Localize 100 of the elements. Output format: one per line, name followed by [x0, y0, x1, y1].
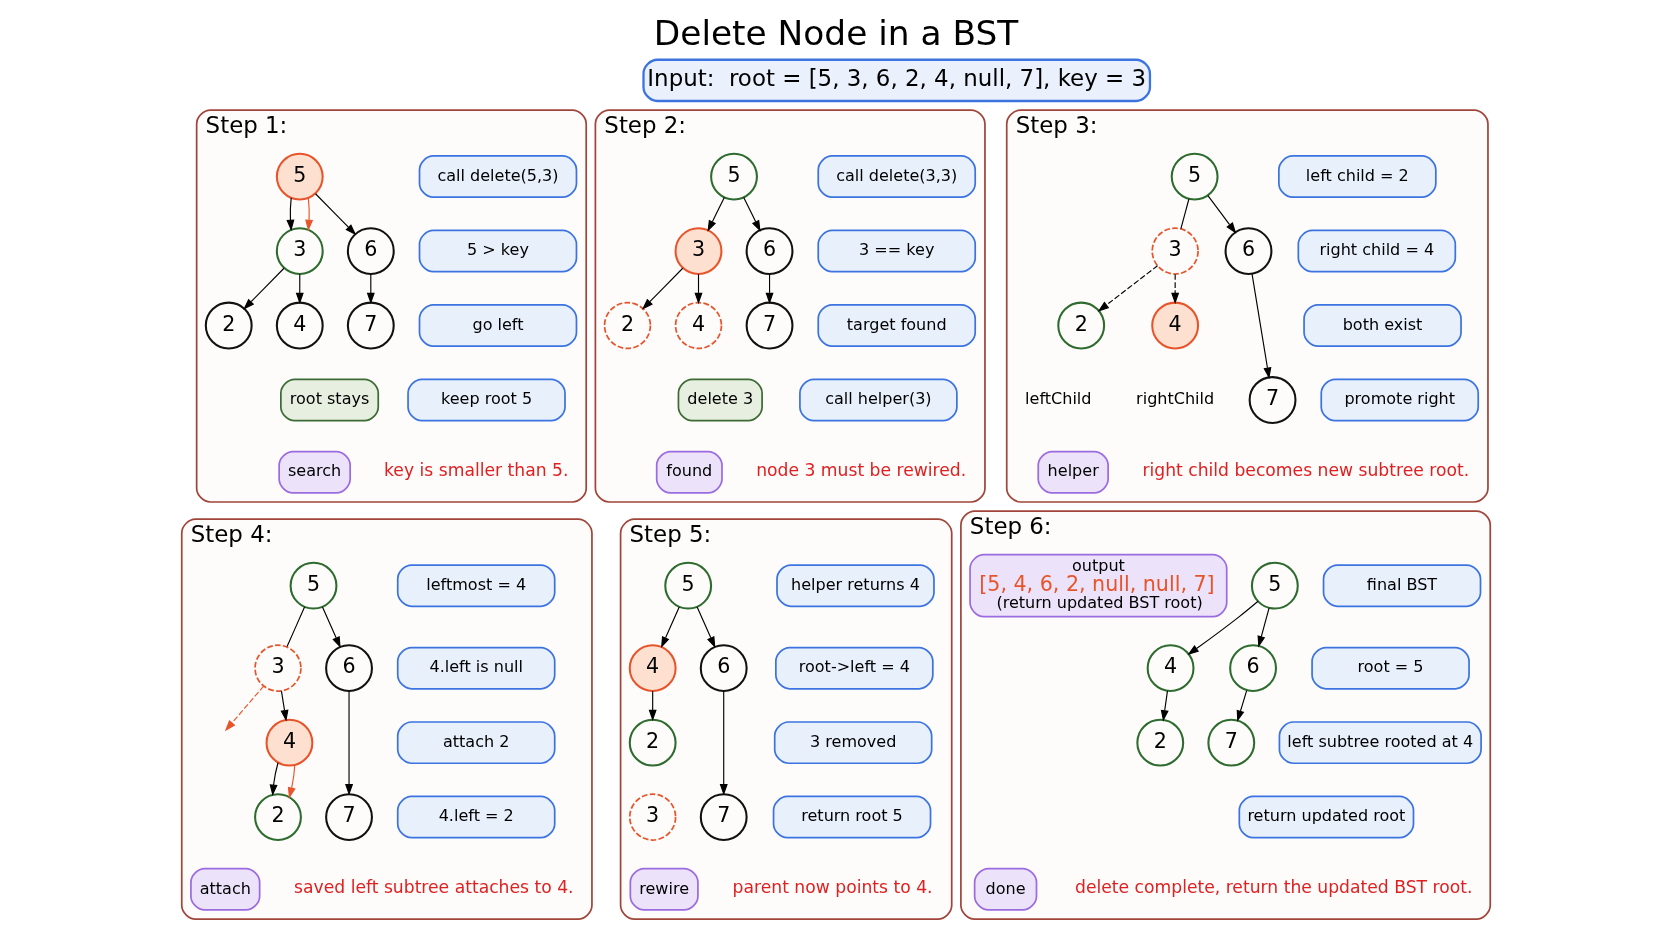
- node-circle: 6: [1229, 644, 1277, 693]
- node-box: found: [655, 450, 723, 494]
- node-circle: 2: [1057, 301, 1106, 350]
- node-circle: 7: [699, 793, 748, 842]
- node-circle: 3: [275, 227, 324, 276]
- node-box: call delete(3,3): [817, 155, 977, 199]
- arrow: [243, 267, 285, 310]
- node-circle: 6: [325, 644, 373, 693]
- arrow: [707, 196, 725, 232]
- arrow: [305, 197, 314, 232]
- label: parent now points to 4.: [732, 877, 933, 898]
- arrow: [1236, 690, 1248, 722]
- node-box: call delete(5,3): [418, 155, 578, 199]
- arrow: [641, 267, 684, 310]
- node-box: root = 5: [1311, 646, 1470, 690]
- node-box: right child = 4: [1297, 229, 1457, 273]
- node-box: 3 == key: [817, 229, 977, 273]
- node-box: attach: [190, 867, 261, 911]
- node-circle: 6: [1224, 227, 1273, 276]
- node-circle: 2: [254, 793, 302, 842]
- arrow: [280, 690, 289, 722]
- connector: [1180, 198, 1190, 230]
- node-circle: 4: [275, 301, 324, 350]
- node-box: root stays: [280, 378, 380, 422]
- arrow: [696, 606, 716, 649]
- connector: [286, 606, 306, 648]
- node-box: 4.left = 2: [396, 795, 556, 839]
- node-box: 5 > key: [418, 229, 578, 273]
- node-circle: 5: [289, 561, 338, 610]
- arrow: [321, 606, 341, 649]
- node-circle: 5: [1170, 152, 1219, 201]
- node-circle: 4: [674, 301, 723, 350]
- node-box: attach 2: [396, 721, 556, 765]
- arrow: [661, 606, 680, 649]
- diagram-title: Delete Node in a BST: [653, 12, 1019, 53]
- node-circle: 7: [1248, 376, 1297, 424]
- node-circle: 3: [1151, 227, 1199, 275]
- arrow: [286, 197, 295, 232]
- node-box: return root 5: [772, 795, 932, 839]
- arrow: [1257, 607, 1270, 648]
- node-box: rewire: [629, 867, 699, 911]
- node-box: helper: [1037, 450, 1109, 494]
- node-box: output [5, 4, 6, 2, null, null, 7] (return updated BST root): [969, 553, 1228, 618]
- node-circle: 7: [745, 301, 794, 350]
- arrow: [694, 273, 703, 305]
- arrow: [224, 685, 265, 732]
- node-circle: 6: [699, 644, 748, 693]
- node-circle: 5: [664, 561, 713, 610]
- node-box: done: [973, 867, 1038, 911]
- arrow: [1097, 265, 1159, 312]
- node-box: delete 3: [677, 378, 763, 422]
- arrow: [366, 273, 375, 305]
- label: saved left subtree attaches to 4.: [294, 877, 574, 898]
- node-box: search: [278, 450, 352, 494]
- arrow: [345, 690, 354, 796]
- node-circle: 4: [1151, 301, 1200, 350]
- node-circle: 4: [1146, 644, 1195, 693]
- node-circle: 5: [1250, 561, 1299, 610]
- node-box: left subtree rooted at 4: [1278, 721, 1482, 765]
- node-circle: 2: [1136, 718, 1185, 767]
- label: right child becomes new subtree root.: [1142, 460, 1470, 481]
- arrow: [719, 690, 728, 796]
- arrow: [1160, 690, 1169, 722]
- node-box: go left: [418, 304, 578, 348]
- node-box: 3 removed: [773, 721, 933, 765]
- node-box: call helper(3): [799, 378, 958, 422]
- node-label: rightChild: [1136, 389, 1215, 409]
- node-box: 4.left is null: [396, 646, 556, 690]
- node-box: both exist: [1303, 304, 1462, 348]
- node-circle: 2: [628, 718, 677, 767]
- arrow: [1207, 195, 1237, 234]
- arrow: [765, 273, 774, 305]
- node-circle: 6: [745, 227, 794, 276]
- node-circle: 3: [254, 644, 302, 692]
- node-circle: 7: [1207, 718, 1256, 767]
- node-box: leftmost = 4: [396, 564, 556, 608]
- node-circle: 4: [628, 644, 677, 693]
- arrow: [1187, 600, 1259, 656]
- node-box: final BST: [1322, 564, 1482, 608]
- node-circle: 5: [275, 152, 324, 201]
- node-circle: 3: [628, 793, 677, 841]
- node-circle: 3: [674, 227, 723, 276]
- node-circle: 2: [204, 301, 253, 350]
- node-circle: 7: [325, 793, 373, 842]
- arrow: [295, 273, 304, 305]
- label: delete complete, return the updated BST root.: [1075, 877, 1473, 898]
- node-label: leftChild: [1025, 389, 1092, 409]
- node-box: helper returns 4: [776, 564, 935, 608]
- node-box: target found: [817, 304, 977, 348]
- arrow: [314, 193, 357, 236]
- arrow: [1251, 273, 1272, 379]
- node-box: promote right: [1320, 378, 1480, 422]
- arrow: [287, 764, 296, 799]
- node-circle: 7: [346, 301, 395, 350]
- label: key is smaller than 5.: [384, 460, 569, 481]
- arrow: [648, 690, 657, 722]
- node-box: keep root 5: [407, 378, 566, 422]
- arrow: [269, 762, 279, 797]
- node-circle: 4: [265, 718, 314, 767]
- node-circle: 5: [710, 152, 758, 201]
